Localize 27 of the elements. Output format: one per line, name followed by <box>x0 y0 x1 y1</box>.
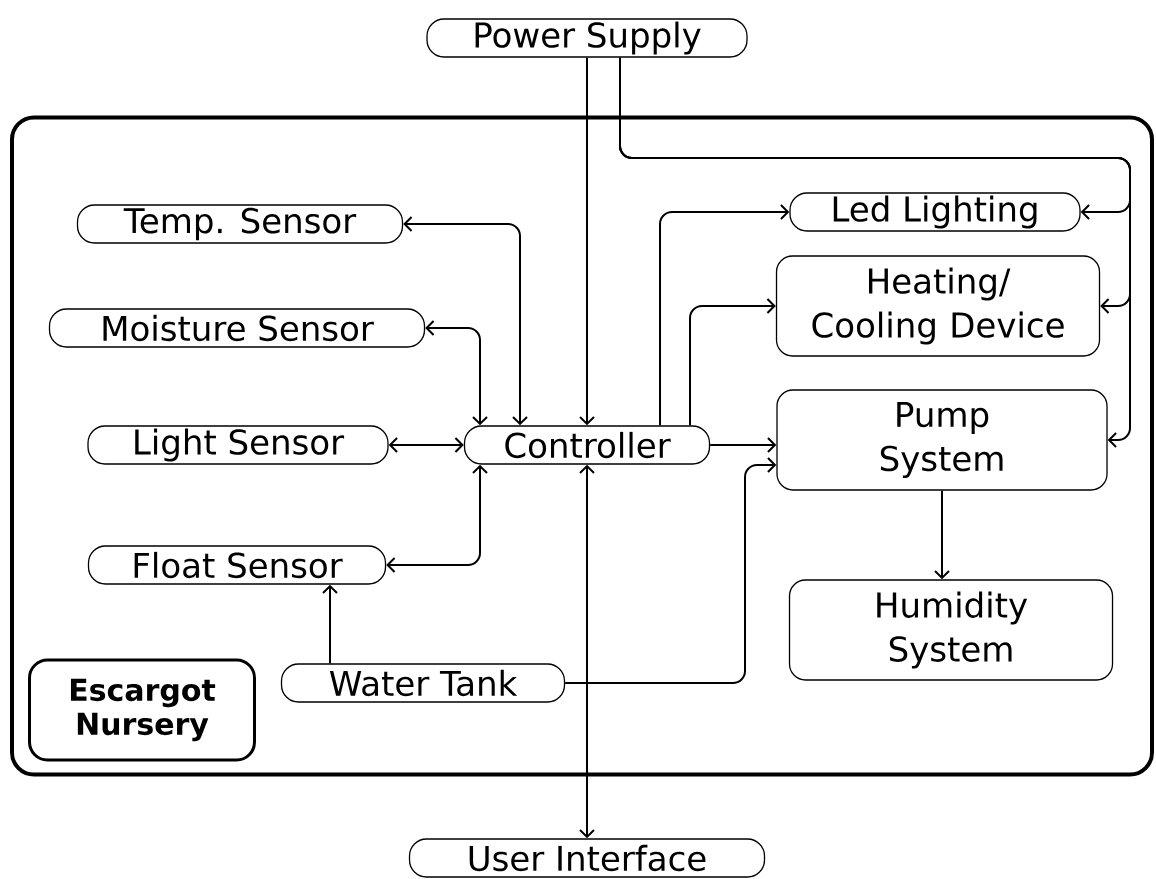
arrow <box>689 298 776 427</box>
arrow <box>709 437 777 453</box>
process-box: User Interface <box>408 838 766 878</box>
process-box: Controller <box>463 425 711 465</box>
title-box: Escargot Nursery <box>28 658 256 762</box>
arrow <box>386 464 488 573</box>
arrow <box>322 584 338 665</box>
arrow <box>403 216 528 426</box>
process-box: Heating/ Cooling Device <box>775 255 1101 357</box>
arrow <box>579 464 595 839</box>
container-box <box>10 115 1154 777</box>
process-box: Led Lighting <box>789 192 1081 232</box>
arrow <box>579 56 595 426</box>
arrow <box>564 457 777 684</box>
arrow <box>619 56 1131 448</box>
arrow <box>934 489 950 580</box>
process-box: Moisture Sensor <box>48 308 426 348</box>
arrow <box>425 320 488 426</box>
arrow <box>659 204 790 427</box>
process-box: Light Sensor <box>87 425 389 465</box>
process-box: Temp. Sensor <box>76 204 404 244</box>
arrow <box>388 437 464 453</box>
process-box: Float Sensor <box>87 545 387 585</box>
process-box: Pump System <box>776 389 1108 491</box>
process-box: Water Tank <box>280 663 566 703</box>
process-box: Humidity System <box>788 579 1114 681</box>
process-box: Power Supply <box>426 18 748 58</box>
